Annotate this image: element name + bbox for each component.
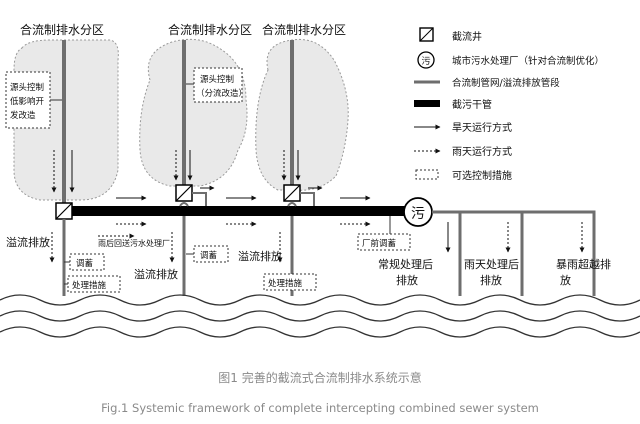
legend: 截流井 污 城市污水处理厂（针对合流制优化） 合流制管网/溢流排放管段 截污干管… (414, 27, 604, 182)
source-control-box-1 (5, 71, 51, 129)
storm-bypass-label: 放 (560, 273, 571, 287)
intercept-well-1 (55, 202, 73, 220)
legend-dry-label: 旱天运行方式 (452, 121, 512, 134)
treatment-label: 处理措施 (268, 278, 303, 289)
legend-well-label: 截流井 (452, 30, 482, 43)
treatment-box-3 (263, 273, 317, 291)
storm-bypass-label: 暴雨超越排 (556, 257, 611, 271)
treatment-label: 处理措施 (72, 280, 107, 291)
source-control-label: 源头控制 (200, 74, 234, 85)
zone-title-1: 合流制排水分区 (20, 22, 104, 37)
legend-main-pipe-label: 截污干管 (452, 98, 492, 111)
storm-bypass-pipe (522, 210, 596, 296)
overflow-label: 溢流排放 (134, 267, 178, 281)
intercept-well-3 (283, 184, 301, 202)
main-intercepting-pipe (66, 206, 412, 216)
legend-optional-icon (415, 169, 439, 180)
zone-title-2: 合流制排水分区 (168, 22, 252, 37)
legend-well-icon (419, 27, 434, 42)
caption-en: Fig.1 Systemic framework of complete int… (101, 401, 539, 415)
well-connector (300, 192, 315, 206)
rain-discharge-label: 排放 (480, 273, 502, 287)
rain-discharge-label: 雨天处理后 (464, 258, 519, 271)
normal-discharge-label: 常规处理后 (378, 257, 433, 271)
legend-main-pipe-icon (414, 100, 440, 107)
source-control-label: 低影响开 (10, 96, 45, 107)
pre-plant-regulate-box (357, 233, 411, 251)
svg-text:污: 污 (421, 55, 430, 67)
rain-return-label: 雨后回送污水处理厂 (98, 238, 170, 248)
drainage-zone-2 (139, 38, 248, 187)
source-control-label: 发改造 (10, 110, 36, 121)
well-connector (192, 192, 207, 206)
caption-cn: 图1 完善的截流式合流制排水系统示意 (218, 370, 421, 385)
pipe-crossing (287, 202, 297, 207)
intercept-well-2 (175, 184, 193, 202)
normal-discharge-pipe (432, 210, 462, 296)
receiving-water-waves (0, 294, 640, 338)
legend-optional-label: 可选控制措施 (452, 169, 512, 182)
regulate-label: 调蓄 (200, 250, 217, 261)
source-control-label: 源头控制 (10, 82, 44, 93)
overflow-label: 溢流排放 (6, 235, 50, 249)
treatment-plant-symbol: 污 (403, 197, 433, 227)
svg-text:污: 污 (411, 206, 425, 222)
drainage-zone-3 (255, 38, 349, 191)
source-control-box-2 (193, 67, 243, 103)
overflow-label: 溢流排放 (238, 249, 282, 263)
source-control-label: （分流改造） (196, 88, 247, 99)
legend-wet-label: 雨天运行方式 (452, 145, 512, 158)
regulate-label: 调蓄 (76, 258, 93, 269)
legend-plant-label: 城市污水处理厂（针对合流制优化） (452, 55, 604, 67)
pipe-crossing (179, 202, 189, 207)
normal-discharge-label: 排放 (396, 273, 418, 287)
legend-combined-pipe-label: 合流制管网/溢流排放管段 (452, 77, 560, 89)
zone-title-3: 合流制排水分区 (262, 22, 346, 37)
pre-plant-regulate-label: 厂前调蓄 (362, 238, 396, 249)
legend-plant-icon: 污 (417, 51, 435, 69)
